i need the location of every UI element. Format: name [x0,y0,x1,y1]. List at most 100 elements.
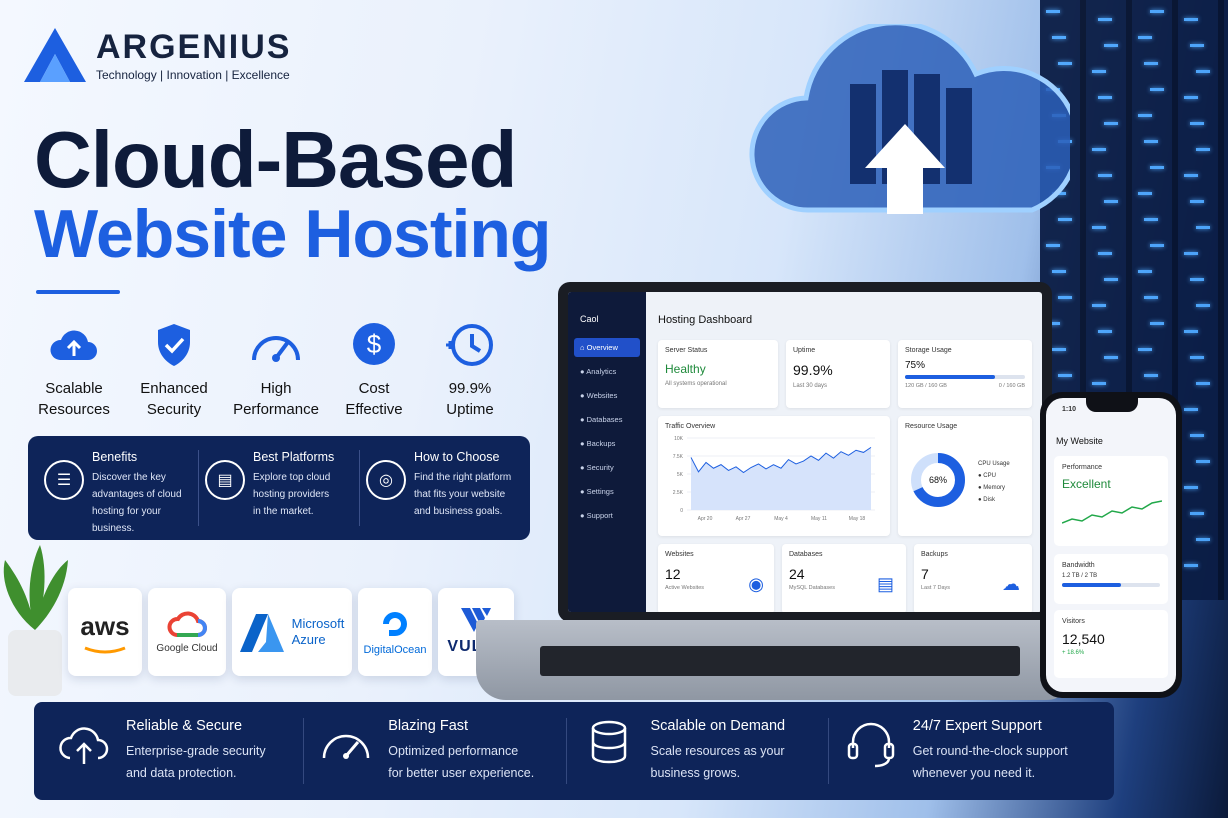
rack-light [1144,374,1158,377]
provider-aws[interactable]: aws [68,588,142,676]
resource-legend: CPU Usage ● CPU ● Memory ● Disk [978,461,1010,503]
rack-light [1184,18,1198,21]
bandwidth-card[interactable]: Bandwidth 1.2 TB / 2 TB [1054,554,1168,604]
cloud-upload-icon [50,330,97,360]
performance-card[interactable]: Performance Excellent [1054,456,1168,546]
rack-light [1184,330,1198,333]
rack-light [1150,166,1164,169]
globe-icon: ◉ [748,574,764,594]
performance-sparkline [1061,500,1163,524]
visitors-card[interactable]: Visitors 12,540 + 18.6% [1054,610,1168,678]
resource-donut: 68% [911,453,965,507]
bottom-title: Blazing Fast [388,718,469,735]
shield-check-icon [158,324,190,366]
rack-light [1150,244,1164,247]
rack-light [1104,278,1118,281]
rack-light [1058,374,1072,377]
cloud-upload-icon: ☁ [1002,574,1020,594]
plant-decoration-icon [3,545,68,696]
phone: 1:10 My Website Performance Excellent Ba… [1040,392,1182,698]
rack-light [1190,200,1204,203]
nav-websites[interactable]: ● Websites [580,391,618,400]
rack-light [1046,244,1060,247]
nav-analytics[interactable]: ● Analytics [580,367,617,376]
rack-light [1144,218,1158,221]
server-status-card[interactable]: Server Status Healthy All systems operat… [658,340,778,408]
rack-light [1196,304,1210,307]
hero-title-line1: Cloud-Based [34,115,517,204]
nav-security[interactable]: ● Security [580,463,614,472]
y-tick-label: 2.5K [673,490,684,496]
nav-settings[interactable]: ● Settings [580,487,614,496]
svg-text:68%: 68% [929,475,947,485]
rack-light [1098,252,1112,255]
bottom-title: Scalable on Demand [650,718,786,735]
benefit-title: Best Platforms [253,450,335,464]
websites-card[interactable]: Websites 12 Active Websites ◉ [658,544,774,612]
rack-light [1052,348,1066,351]
speedometer-icon [323,735,370,760]
rack-light [1098,330,1112,333]
rack-light [1150,88,1164,91]
phone-notch [1086,398,1138,412]
rack-light [1046,322,1060,325]
rack-light [1196,538,1210,541]
rack-light [1190,44,1204,47]
rack-light [1138,270,1152,273]
x-tick-label: Apr 20 [698,516,713,522]
rack-light [1092,148,1106,151]
svg-text:$: $ [367,329,382,359]
traffic-area [691,447,871,510]
rack-light [1144,140,1158,143]
y-tick-label: 5K [677,472,684,478]
x-tick-label: May 11 [811,516,827,522]
rack-light [1098,96,1112,99]
rack-light [1184,174,1198,177]
rack-light [1190,278,1204,281]
rack-light [1184,486,1198,489]
nav-overview[interactable]: ⌂ Overview [574,338,640,357]
x-tick-label: May 18 [849,516,866,522]
vultr-icon [461,608,491,632]
rack-light [1138,348,1152,351]
uptime-card[interactable]: Uptime 99.9% Last 30 days [786,340,890,408]
resource-card[interactable]: Resource Usage 68% CPU Usage ● CPU ● Mem… [898,416,1032,536]
rack-light [1190,434,1204,437]
dashboard-title: Hosting Dashboard [658,314,753,326]
dashboard-sidebar: Caol ⌂ Overview ● Analytics ● Websites ●… [568,292,646,612]
nav-databases[interactable]: ● Databases [580,415,623,424]
nav-backups[interactable]: ● Backups [580,439,616,448]
rack-light [1150,10,1164,13]
rack-light [1046,10,1060,13]
y-tick-label: 0 [680,508,683,514]
phone-title: My Website [1056,436,1103,446]
rack-light [1052,36,1066,39]
rack-light [1196,226,1210,229]
provider-digitalocean[interactable]: DigitalOcean [358,588,432,676]
rack-light [1144,296,1158,299]
google-cloud-label: Google Cloud [156,642,218,654]
databases-card[interactable]: Databases 24 MySQL Databases ▤ [782,544,906,612]
backups-card[interactable]: Backups 7 Last 7 Days ☁ [914,544,1032,612]
rack-light [1092,226,1106,229]
cloud-server-icon [749,24,1070,214]
provider-google-cloud[interactable]: Google Cloud [148,588,226,676]
rack-light [1144,62,1158,65]
nav-support[interactable]: ● Support [580,511,613,520]
